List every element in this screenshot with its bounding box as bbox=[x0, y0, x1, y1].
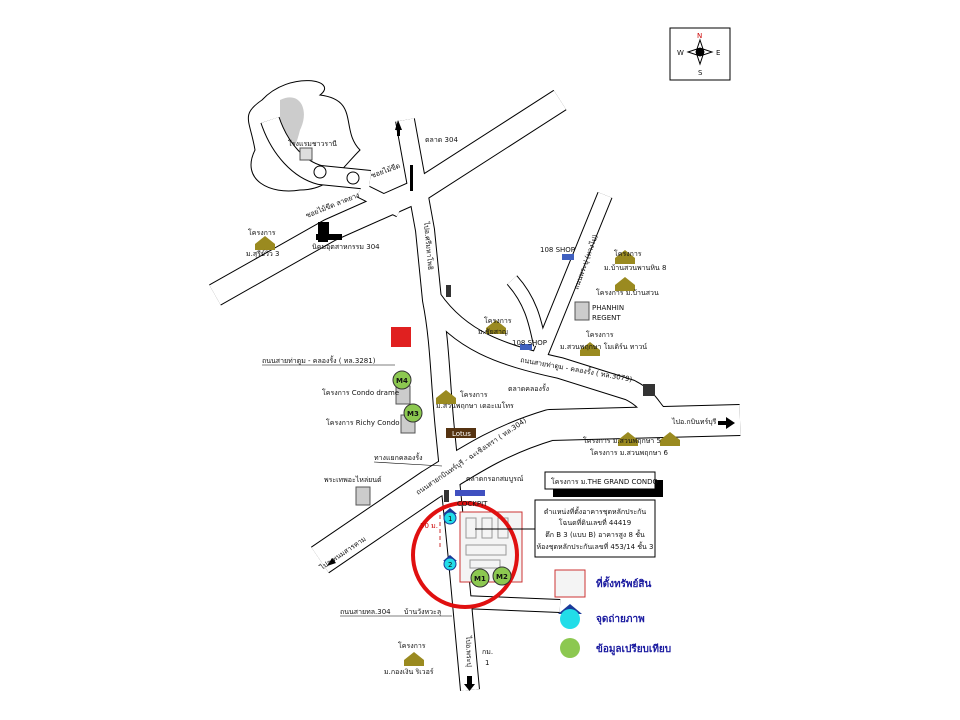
label-soi: ซอยไม้ขีด bbox=[370, 161, 402, 180]
arrow-southwest-icon bbox=[327, 558, 336, 566]
label-hotel: โรงแรมชาวรานี bbox=[288, 139, 337, 148]
arrow-east-icon bbox=[718, 417, 735, 429]
legend-comparable-icon bbox=[560, 638, 580, 658]
temple-icon bbox=[643, 384, 655, 396]
compass-w: W bbox=[677, 49, 684, 57]
distance-label: 50 ม. bbox=[420, 522, 438, 530]
m3-label: M3 bbox=[407, 410, 419, 418]
label: โครงการ bbox=[586, 330, 614, 339]
info-line-1: ตำแหน่งที่ตั้งอาคารชุดหลักประกัน bbox=[544, 505, 647, 516]
compass-s: S bbox=[698, 69, 703, 77]
label-road-3281: ถนนสายท่าตูม - คลองรั้ง ( ทล.3281) bbox=[262, 354, 376, 365]
arrow-south-icon bbox=[464, 676, 475, 691]
grand-condo-label: โครงการ ม.THE GRAND CONDO bbox=[551, 477, 658, 486]
info-line-2: โฉนดที่ดินเลขที่ 44419 bbox=[559, 518, 631, 527]
label: COCKPIT bbox=[457, 500, 488, 508]
label: โครงการ bbox=[398, 641, 426, 650]
label: ถนนสายทล.304 bbox=[340, 608, 391, 616]
label: โครงการ ม.สวนพฤกษา 6 bbox=[590, 448, 668, 457]
label: ทางแยกคลองรั้ง bbox=[374, 451, 423, 462]
label: ม.บ้านสวนพานหิน 8 bbox=[604, 264, 666, 272]
legend-property-label: ที่ตั้งทรัพย์สิน bbox=[596, 576, 651, 590]
label: ตลาดกรอกสมบูรณ์ bbox=[466, 475, 524, 483]
roads bbox=[209, 89, 741, 691]
legend-comparable-label: ข้อมูลเปรียบเทียบ bbox=[596, 643, 671, 656]
compass-e: E bbox=[716, 49, 720, 57]
house-icons bbox=[255, 236, 680, 666]
photo-point-label: 1 bbox=[448, 515, 452, 523]
lotus-label: Lotus bbox=[452, 430, 471, 438]
label: โครงการ bbox=[460, 390, 488, 399]
factory-icon bbox=[316, 222, 342, 242]
label: ม.สุรีย์วิว 3 bbox=[246, 250, 280, 258]
info-line-4: ห้องชุดหลักประกันเลขที่ 453/14 ชั้น 3 bbox=[536, 540, 653, 551]
label: บ้านวังหวะลุ bbox=[404, 608, 441, 616]
label: ม.กองเงิน ริเวอร์ bbox=[384, 668, 434, 676]
label: 108 SHOP bbox=[540, 246, 575, 254]
label: โครงการ Condo drame bbox=[322, 388, 399, 397]
comparable-m2[interactable]: M2 bbox=[492, 566, 512, 586]
shop-icon bbox=[562, 254, 574, 260]
compass: N S E W bbox=[669, 27, 731, 81]
label: โครงการ Richy Condo bbox=[326, 418, 400, 427]
m2-label: M2 bbox=[496, 573, 508, 581]
info-line-3: ตึก B 3 (แบบ B) อาคารสูง 8 ชั้น bbox=[545, 528, 645, 539]
label: 1 bbox=[485, 659, 489, 667]
label: PHANHIN bbox=[592, 304, 624, 312]
building-icon bbox=[574, 301, 590, 321]
building-icon bbox=[355, 486, 371, 506]
legend-photo-icon bbox=[560, 609, 580, 629]
label: ตลาดคลองรั้ง bbox=[508, 382, 549, 393]
arrow-north-icon bbox=[395, 120, 402, 136]
comparable-m3[interactable]: M3 bbox=[403, 403, 423, 423]
label: 108 SHOP bbox=[512, 339, 547, 347]
lotus-logo bbox=[446, 428, 476, 438]
m1-label: M1 bbox=[474, 575, 486, 583]
label: ม.ชัยสาญ bbox=[478, 328, 508, 336]
cockpit-icon bbox=[455, 490, 485, 496]
m4-label: M4 bbox=[396, 377, 408, 385]
site-highlight-circle bbox=[411, 501, 519, 609]
comparable-m1[interactable]: M1 bbox=[470, 568, 490, 588]
bigc-logo bbox=[391, 327, 411, 347]
label: กม. bbox=[482, 648, 493, 656]
label: ม.สวนพฤกษา เดอะเมโทร bbox=[436, 401, 514, 410]
traffic-light-icon bbox=[444, 490, 449, 502]
label: โครงการ ม.บ้านสวน bbox=[596, 288, 659, 297]
compass-n: N bbox=[697, 32, 702, 40]
legend-photo-label: จุดถ่ายภาพ bbox=[596, 613, 645, 625]
building-icon bbox=[299, 147, 313, 161]
label-to-srimahaphot: ไปอ.ศรีมหาโพธิ bbox=[422, 220, 435, 270]
photo-point-2[interactable]: 2 bbox=[443, 555, 457, 571]
photo-point-label: 2 bbox=[448, 561, 452, 569]
label: ไปอ.พระปุ bbox=[464, 635, 474, 668]
shop-icon bbox=[520, 344, 532, 350]
label: โครงการ bbox=[614, 249, 642, 258]
label: โครงการ bbox=[248, 228, 276, 237]
traffic-light-icon bbox=[446, 285, 451, 297]
legend-property-icon bbox=[554, 569, 586, 598]
comparable-m4[interactable]: M4 bbox=[392, 370, 412, 390]
grand-condo-box bbox=[544, 471, 656, 490]
info-box bbox=[534, 499, 656, 558]
label: พระเทพอะไหล่ยนต์ bbox=[324, 475, 382, 484]
label: โครงการ ม.สวนพฤกษา 5 bbox=[583, 436, 661, 445]
photo-point-1[interactable]: 1 bbox=[443, 508, 457, 525]
legend: ที่ตั้งทรัพย์สิน จุดถ่ายภาพ ข้อมูลเปรียบ… bbox=[554, 569, 671, 658]
label: ไปอ.กบินทร์บุรี bbox=[671, 417, 717, 426]
label: ม.สวนพฤกษา โมเดิร์น ทาวน์ bbox=[560, 342, 647, 351]
label: โครงการ bbox=[484, 316, 512, 325]
site-plan bbox=[465, 517, 509, 569]
label-industrial: นิคมอุตสาหกรรม 304 bbox=[312, 243, 380, 251]
label-market-304: ตลาด 304 bbox=[425, 136, 458, 144]
label: REGENT bbox=[592, 314, 621, 322]
property-site[interactable] bbox=[459, 511, 523, 583]
